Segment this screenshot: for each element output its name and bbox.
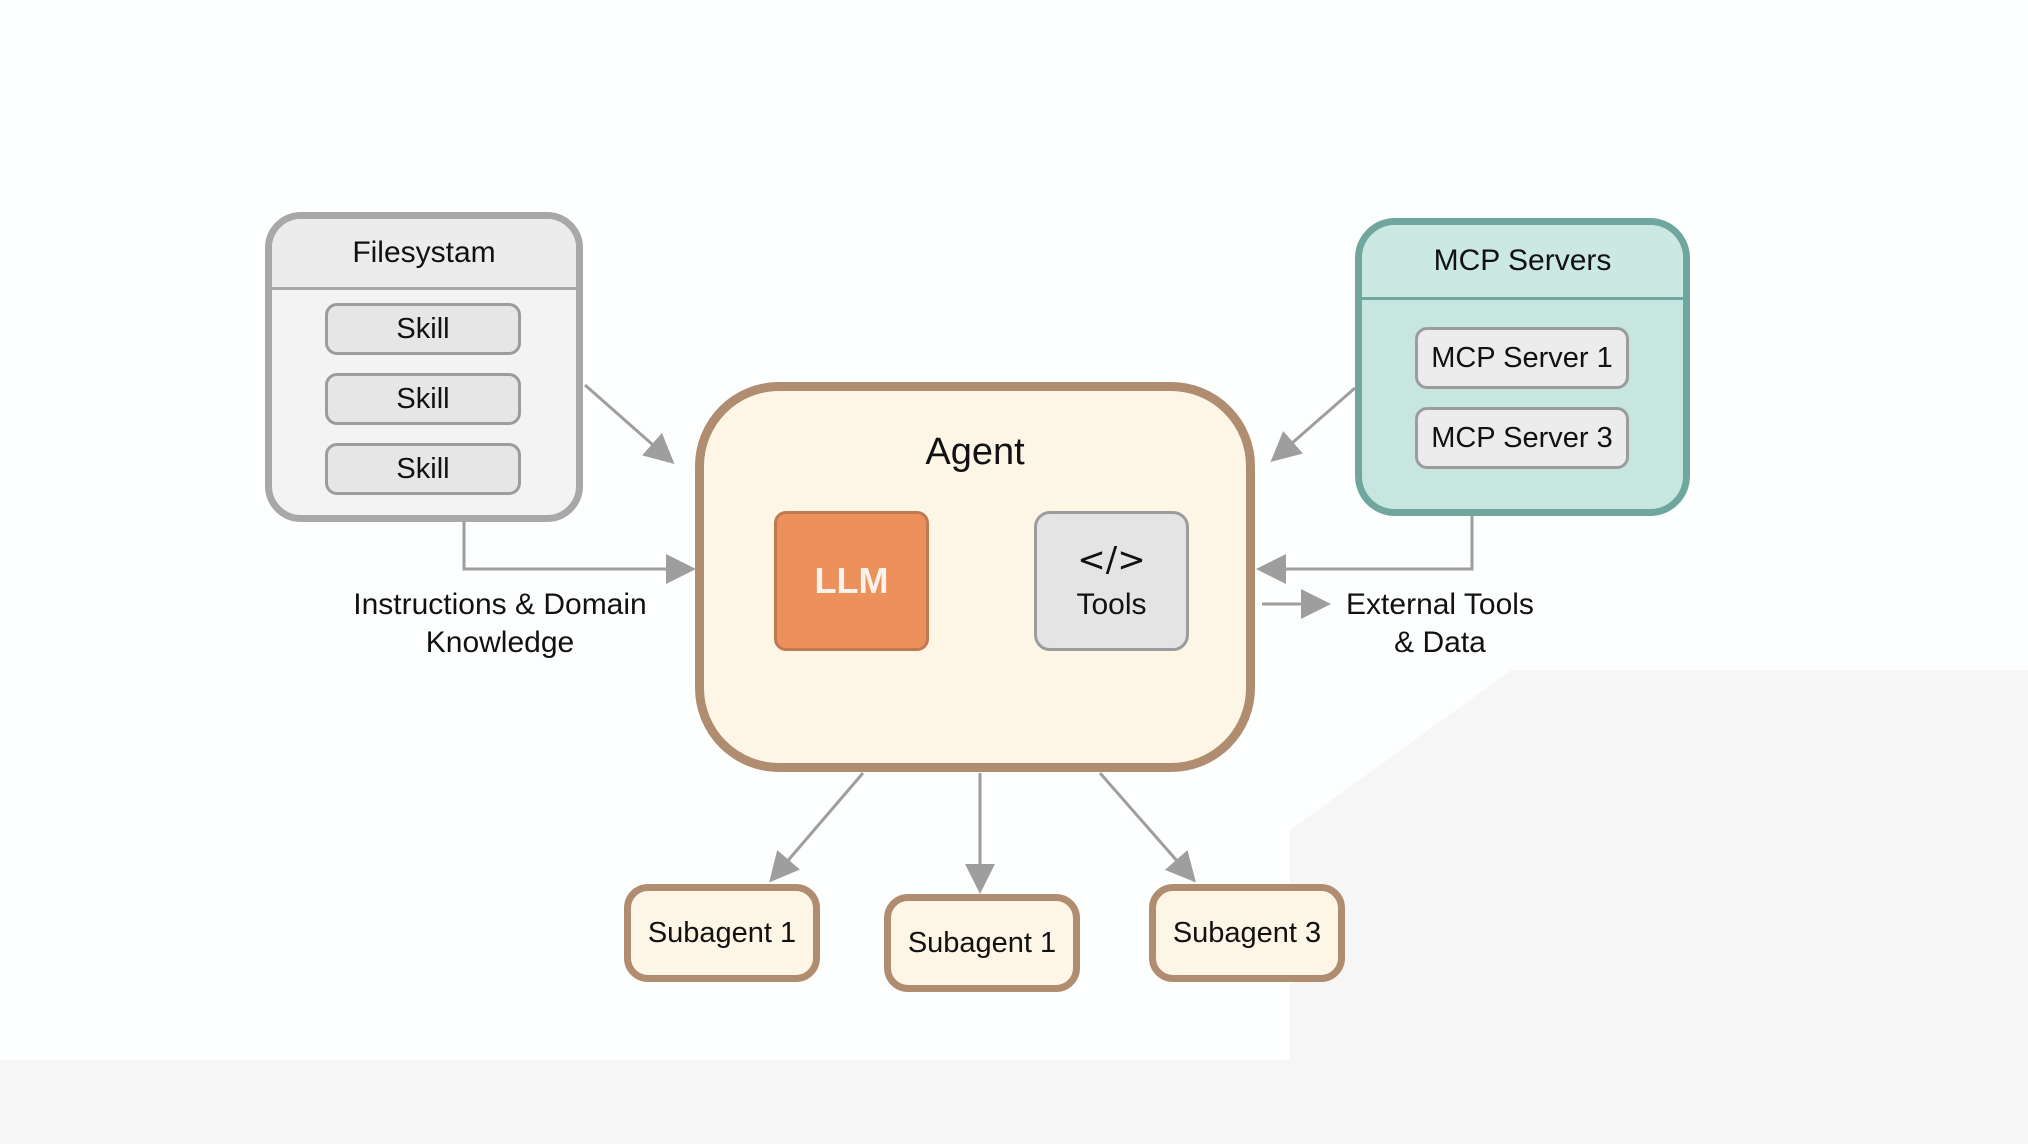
filesystem-container: Filesystam Skill Skill Skill [265,212,583,522]
filesystem-title: Filesystam [272,219,576,290]
agent-title: Agent [925,431,1025,473]
external-tools-label: External Tools & Data [1325,586,1555,662]
arrow-mcp-to-agent [1270,386,1356,462]
external-tools-label-line: External Tools [1346,588,1534,621]
arrow-agent-to-subagent-3 [1098,772,1196,883]
skill-item: Skill [325,373,521,425]
arrow-filesystem-to-agent [584,383,675,464]
llm-block: LLM [774,511,929,651]
background-shape [1290,670,2028,1070]
agent-container: Agent LLM </> Tools [695,382,1255,772]
skill-item: Skill [325,443,521,495]
tools-block: </> Tools [1034,511,1189,651]
arrow-agent-to-subagent-1 [769,772,865,883]
mcp-server-item: MCP Server 1 [1415,327,1629,389]
tools-label: Tools [1076,588,1147,621]
skill-item: Skill [325,303,521,355]
subagent-box: Subagent 1 [884,894,1080,992]
instructions-label-line: Instructions & Domain [353,588,647,621]
instructions-label: Instructions & Domain Knowledge [330,586,670,662]
arrow-mcp-to-agent-lower [1256,516,1474,584]
external-tools-label-line: & Data [1394,626,1486,659]
arrow-filesystem-instructions [462,522,696,584]
background-band [0,1060,2028,1144]
subagent-box: Subagent 3 [1149,884,1345,982]
mcp-servers-title: MCP Servers [1362,225,1683,300]
code-icon: </> [1077,540,1146,580]
mcp-server-item: MCP Server 3 [1415,407,1629,469]
instructions-label-line: Knowledge [425,626,575,659]
subagent-box: Subagent 1 [624,884,820,982]
mcp-servers-container: MCP Servers MCP Server 1 MCP Server 3 [1355,218,1690,516]
